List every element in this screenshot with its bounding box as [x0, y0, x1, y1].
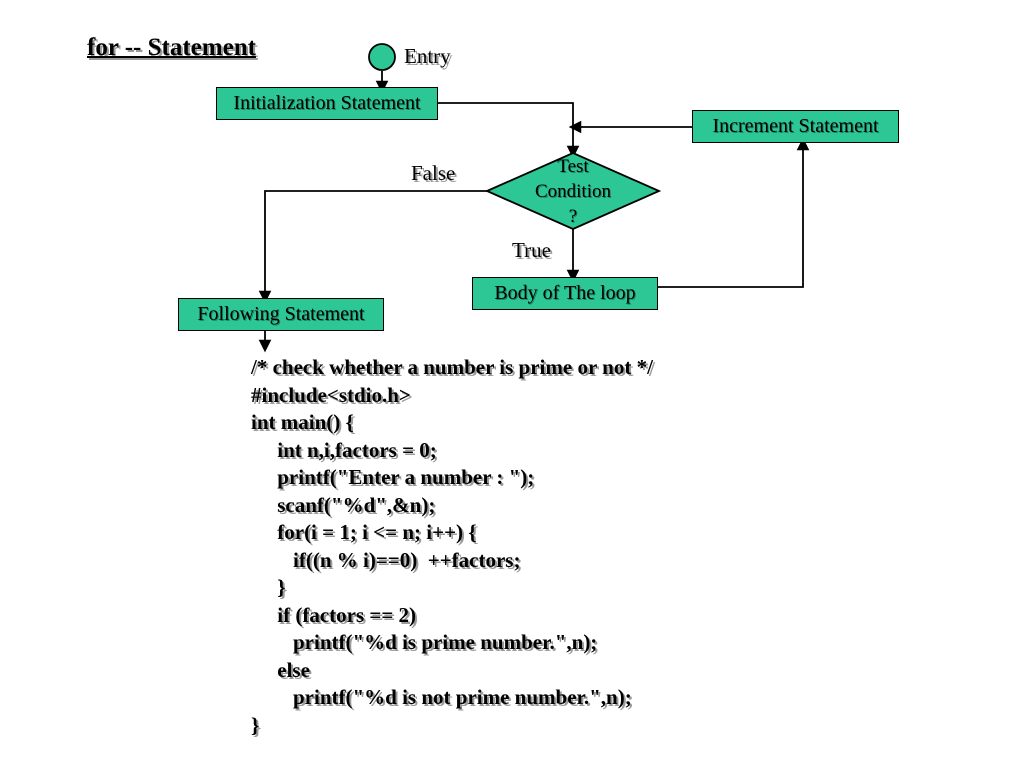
code-line: /* check whether a number is prime or no…: [251, 355, 653, 379]
code-line: if (factors == 2): [251, 602, 417, 627]
code-line: printf("%d is prime number.",n);: [251, 630, 598, 654]
code-line: #include<stdio.h>: [251, 382, 411, 407]
code-line: scanf("%d",&n);: [251, 492, 436, 517]
code-listing: /* check whether a number is prime or no…: [251, 354, 653, 739]
slide-title: for -- Statement: [87, 34, 256, 61]
connector-body-to-increment: [658, 137, 810, 288]
code-line: }: [251, 575, 286, 599]
test-condition-diamond: [484, 152, 662, 230]
entry-label: Entry: [404, 44, 451, 68]
code-line: }: [251, 712, 260, 737]
node-initialization-statement: Initialization Statement: [216, 87, 438, 120]
node-increment-statement: Increment Statement: [692, 110, 899, 143]
node-body-of-the-loop: Body of The loop: [472, 277, 658, 310]
code-line: if((n % i)==0) ++factors;: [251, 547, 521, 572]
test-condition-label: Test Condition ?: [534, 156, 611, 227]
entry-terminal-circle: [368, 43, 396, 71]
code-line: printf("Enter a number : ");: [251, 465, 535, 489]
code-line: for(i = 1; i <= n; i++) {: [251, 520, 477, 544]
code-line: int main() {: [251, 410, 354, 434]
connector-initialization-to-test: [438, 102, 580, 159]
code-line: printf("%d is not prime number.",n);: [251, 685, 632, 709]
branch-label-true: True: [512, 238, 551, 262]
code-line: else: [251, 657, 310, 682]
code-line: int n,i,factors = 0;: [251, 437, 437, 462]
branch-label-false: False: [411, 161, 456, 185]
connector-test-false-to-following: [258, 190, 487, 304]
node-following-statement: Following Statement: [178, 298, 384, 331]
